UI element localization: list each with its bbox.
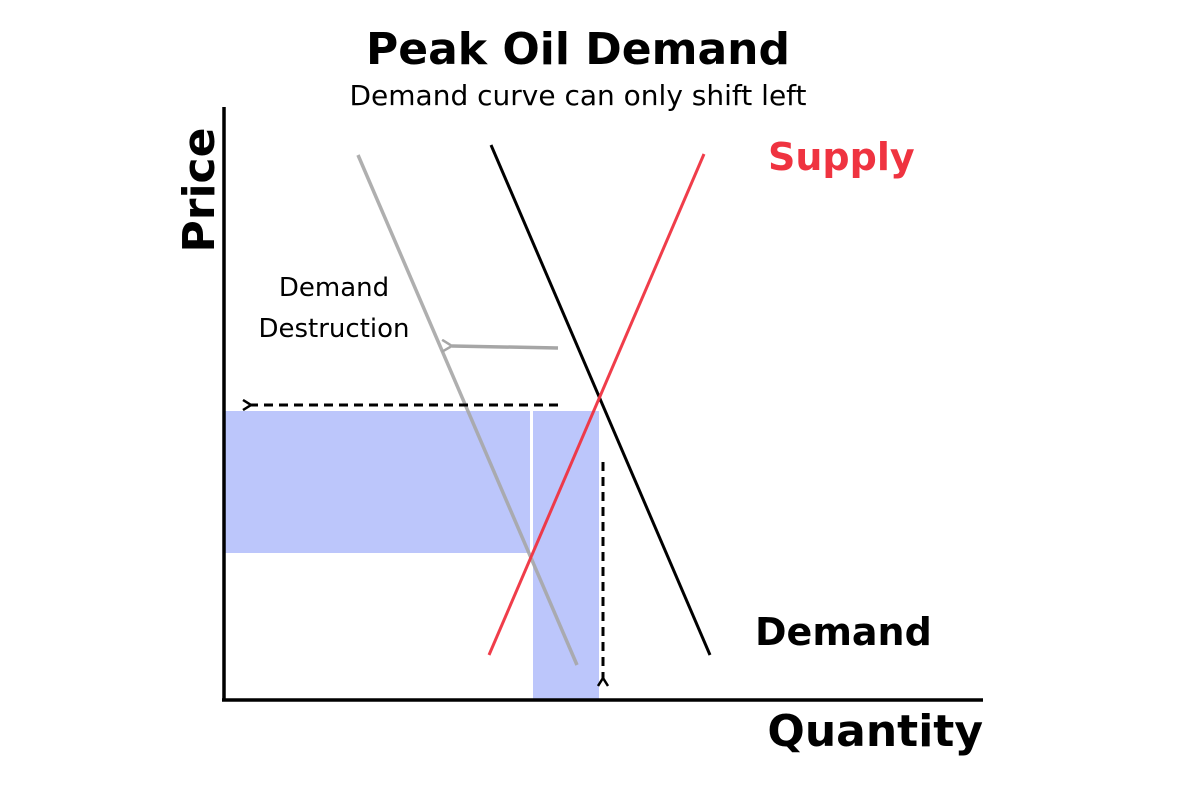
price-drop-region — [224, 411, 530, 553]
x-axis-label: Quantity — [767, 706, 983, 757]
y-axis-label: Price — [174, 128, 225, 253]
demand-shift-arrow — [452, 346, 559, 348]
shifted-demand-curve — [356, 154, 579, 666]
supply-label: Supply — [768, 135, 915, 179]
chart-title: Peak Oil Demand — [366, 24, 790, 75]
supply-curve — [487, 153, 706, 656]
demand-destruction-label-line2: Destruction — [258, 314, 409, 344]
chart-subtitle: Demand curve can only shift left — [349, 79, 806, 112]
demand-label: Demand — [755, 610, 932, 654]
quantity-drop-region — [533, 553, 599, 700]
demand-destruction-label-line1: Demand — [279, 273, 389, 303]
demand-curve — [489, 144, 712, 656]
